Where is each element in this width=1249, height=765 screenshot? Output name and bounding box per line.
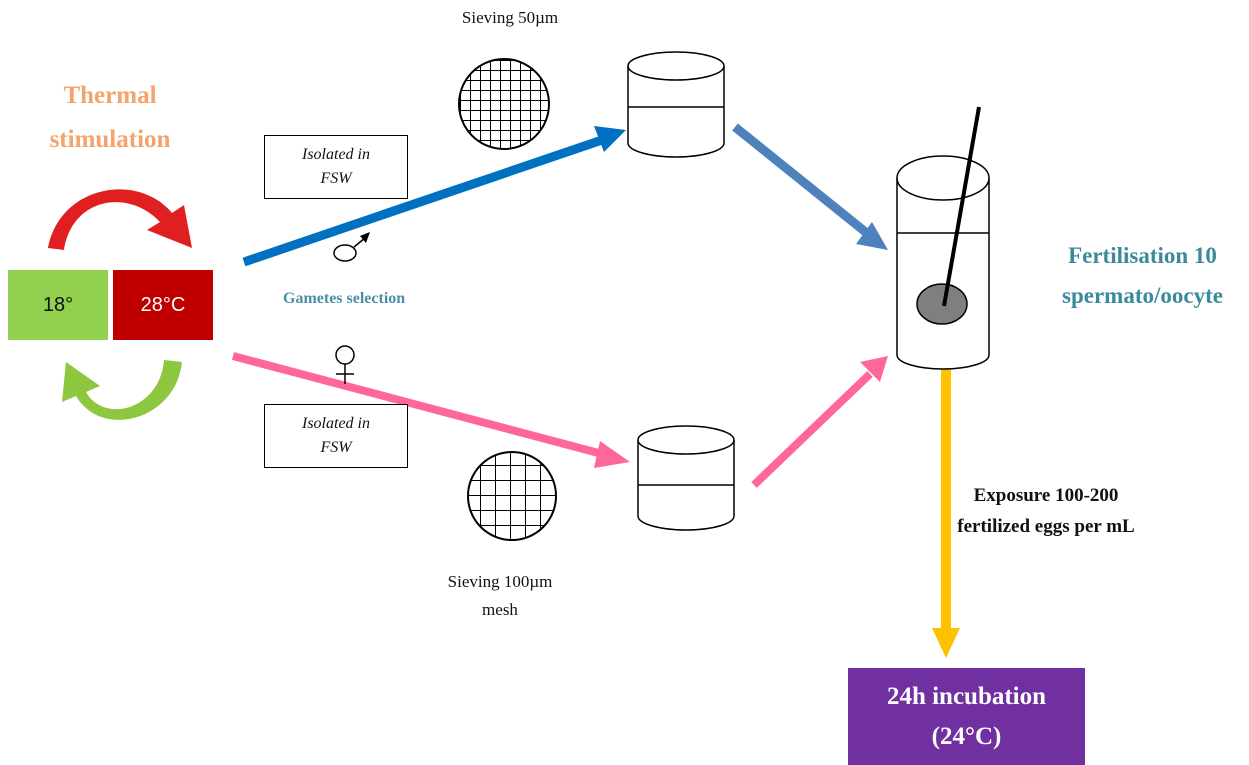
sperm-beaker [627, 51, 725, 158]
isolated-in-fsw-male-box: Isolated in FSW [264, 135, 408, 199]
temperature-18-label: 18° [42, 293, 74, 316]
isolated-bottom-line2: FSW [320, 439, 352, 456]
incubation-line1: 24h incubation [886, 682, 1047, 710]
temperature-28-box: 28°C [113, 270, 213, 340]
male-path-arrow [242, 126, 626, 267]
sieving-100um-label: Sieving 100µm mesh [420, 568, 580, 624]
sieve-100um-mesh [467, 451, 557, 541]
male-symbol-icon [333, 232, 370, 262]
isolated-in-fsw-female-box: Isolated in FSW [264, 404, 408, 468]
fertilisation-label: Fertilisation 10 spermato/oocyte [1040, 236, 1245, 316]
temperature-18-box: 18° [8, 270, 108, 340]
sieve-50um-mesh [458, 58, 550, 150]
isolated-top-line2: FSW [320, 170, 352, 187]
incubation-box: 24h incubation (24°C) [848, 668, 1085, 765]
temperature-28-label: 28°C [140, 293, 186, 316]
isolated-top-line1: Isolated in [302, 146, 370, 163]
sieving-100um-line1: Sieving 100µm [447, 572, 553, 591]
cold-cycle-arrow [62, 360, 182, 420]
thermal-title-line1: Thermal [63, 82, 157, 109]
exposure-line1: Exposure 100-200 [973, 485, 1119, 506]
thermal-stimulation-title: Thermal stimulation [30, 74, 190, 162]
egg-mass [916, 283, 968, 325]
isolated-bottom-line1: Isolated in [302, 415, 370, 432]
female-path-arrow [231, 352, 630, 468]
exposure-label: Exposure 100-200 fertilized eggs per mL [896, 480, 1196, 542]
fertilisation-tube [896, 106, 990, 370]
incubation-line2: (24°C) [931, 722, 1002, 750]
sieving-100um-line2: mesh [482, 600, 518, 619]
stirring-rod [942, 106, 981, 307]
sieving-50um-label: Sieving 50µm [461, 8, 559, 27]
fertilisation-line1: Fertilisation 10 [1068, 243, 1217, 268]
exposure-line2: fertilized eggs per mL [957, 516, 1135, 537]
thermal-title-line2: stimulation [49, 126, 171, 153]
hot-cycle-arrow [48, 189, 192, 250]
sperm-to-tube-arrow [732, 123, 888, 250]
fertilisation-line2: spermato/oocyte [1062, 283, 1223, 308]
oocyte-beaker [637, 425, 735, 531]
female-symbol-icon [335, 345, 355, 384]
oocyte-to-tube-arrow [751, 356, 888, 488]
exposure-arrow [932, 368, 960, 658]
gametes-selection-label: Gametes selection [283, 290, 406, 307]
